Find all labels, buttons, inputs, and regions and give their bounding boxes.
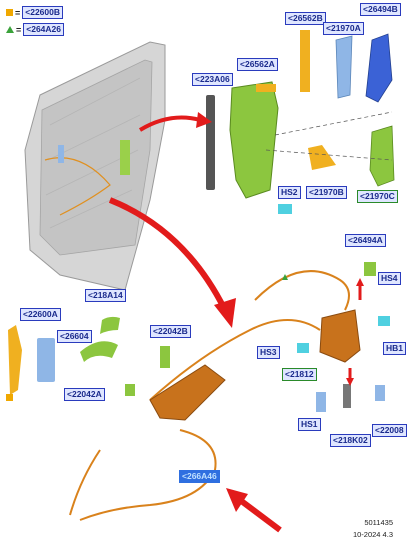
- legend-code-1[interactable]: <22600B: [22, 6, 64, 19]
- cable-routing: [69, 270, 350, 521]
- callout-223A06[interactable]: <223A06: [192, 73, 233, 86]
- callout-22042B[interactable]: <22042B: [150, 325, 191, 338]
- callout-26494A[interactable]: <26494A: [345, 234, 386, 247]
- callout-HS2[interactable]: HS2: [278, 186, 301, 199]
- legend-code-2[interactable]: <264A26: [23, 23, 65, 36]
- handle-cluster: [8, 316, 226, 421]
- revision-date: 10-2024 4.3: [352, 530, 393, 539]
- lock-cluster: [297, 262, 390, 412]
- callout-HS4[interactable]: HS4: [378, 272, 401, 285]
- callout-26494B[interactable]: <26494B: [360, 3, 401, 16]
- legend-row-1: = <22600B: [6, 6, 64, 19]
- door-panel: [24, 41, 166, 291]
- callout-21970B[interactable]: <21970B: [306, 186, 347, 199]
- callout-HB1[interactable]: HB1: [383, 342, 407, 355]
- callout-266A46-selected[interactable]: <266A46: [179, 470, 220, 483]
- upper-parts: [206, 30, 395, 214]
- callout-26604[interactable]: <26604: [57, 330, 92, 343]
- callout-HS1[interactable]: HS1: [298, 418, 321, 431]
- part-number: 5011435: [364, 518, 393, 527]
- callout-218A14[interactable]: <218A14: [85, 289, 126, 302]
- callout-21970C[interactable]: <21970C: [357, 190, 398, 203]
- legend-eq: =: [16, 24, 22, 35]
- callout-26562A[interactable]: <26562A: [237, 58, 278, 71]
- callout-22600A[interactable]: <22600A: [20, 308, 61, 321]
- square-marker-icon: [6, 9, 13, 16]
- legend-eq: =: [15, 7, 21, 18]
- callout-HS3[interactable]: HS3: [257, 346, 280, 359]
- callout-26562B[interactable]: <26562B: [285, 12, 326, 25]
- callout-22008[interactable]: <22008: [372, 424, 407, 437]
- upper-leaders: [265, 111, 393, 161]
- callout-22042A[interactable]: <22042A: [64, 388, 105, 401]
- callout-21970A[interactable]: <21970A: [323, 22, 364, 35]
- triangle-marker-icon: [6, 26, 14, 33]
- red-arrows: [108, 112, 364, 533]
- callout-218K02[interactable]: <218K02: [330, 434, 371, 447]
- callout-21812[interactable]: <21812: [282, 368, 317, 381]
- legend-row-2: = <264A26: [6, 23, 65, 36]
